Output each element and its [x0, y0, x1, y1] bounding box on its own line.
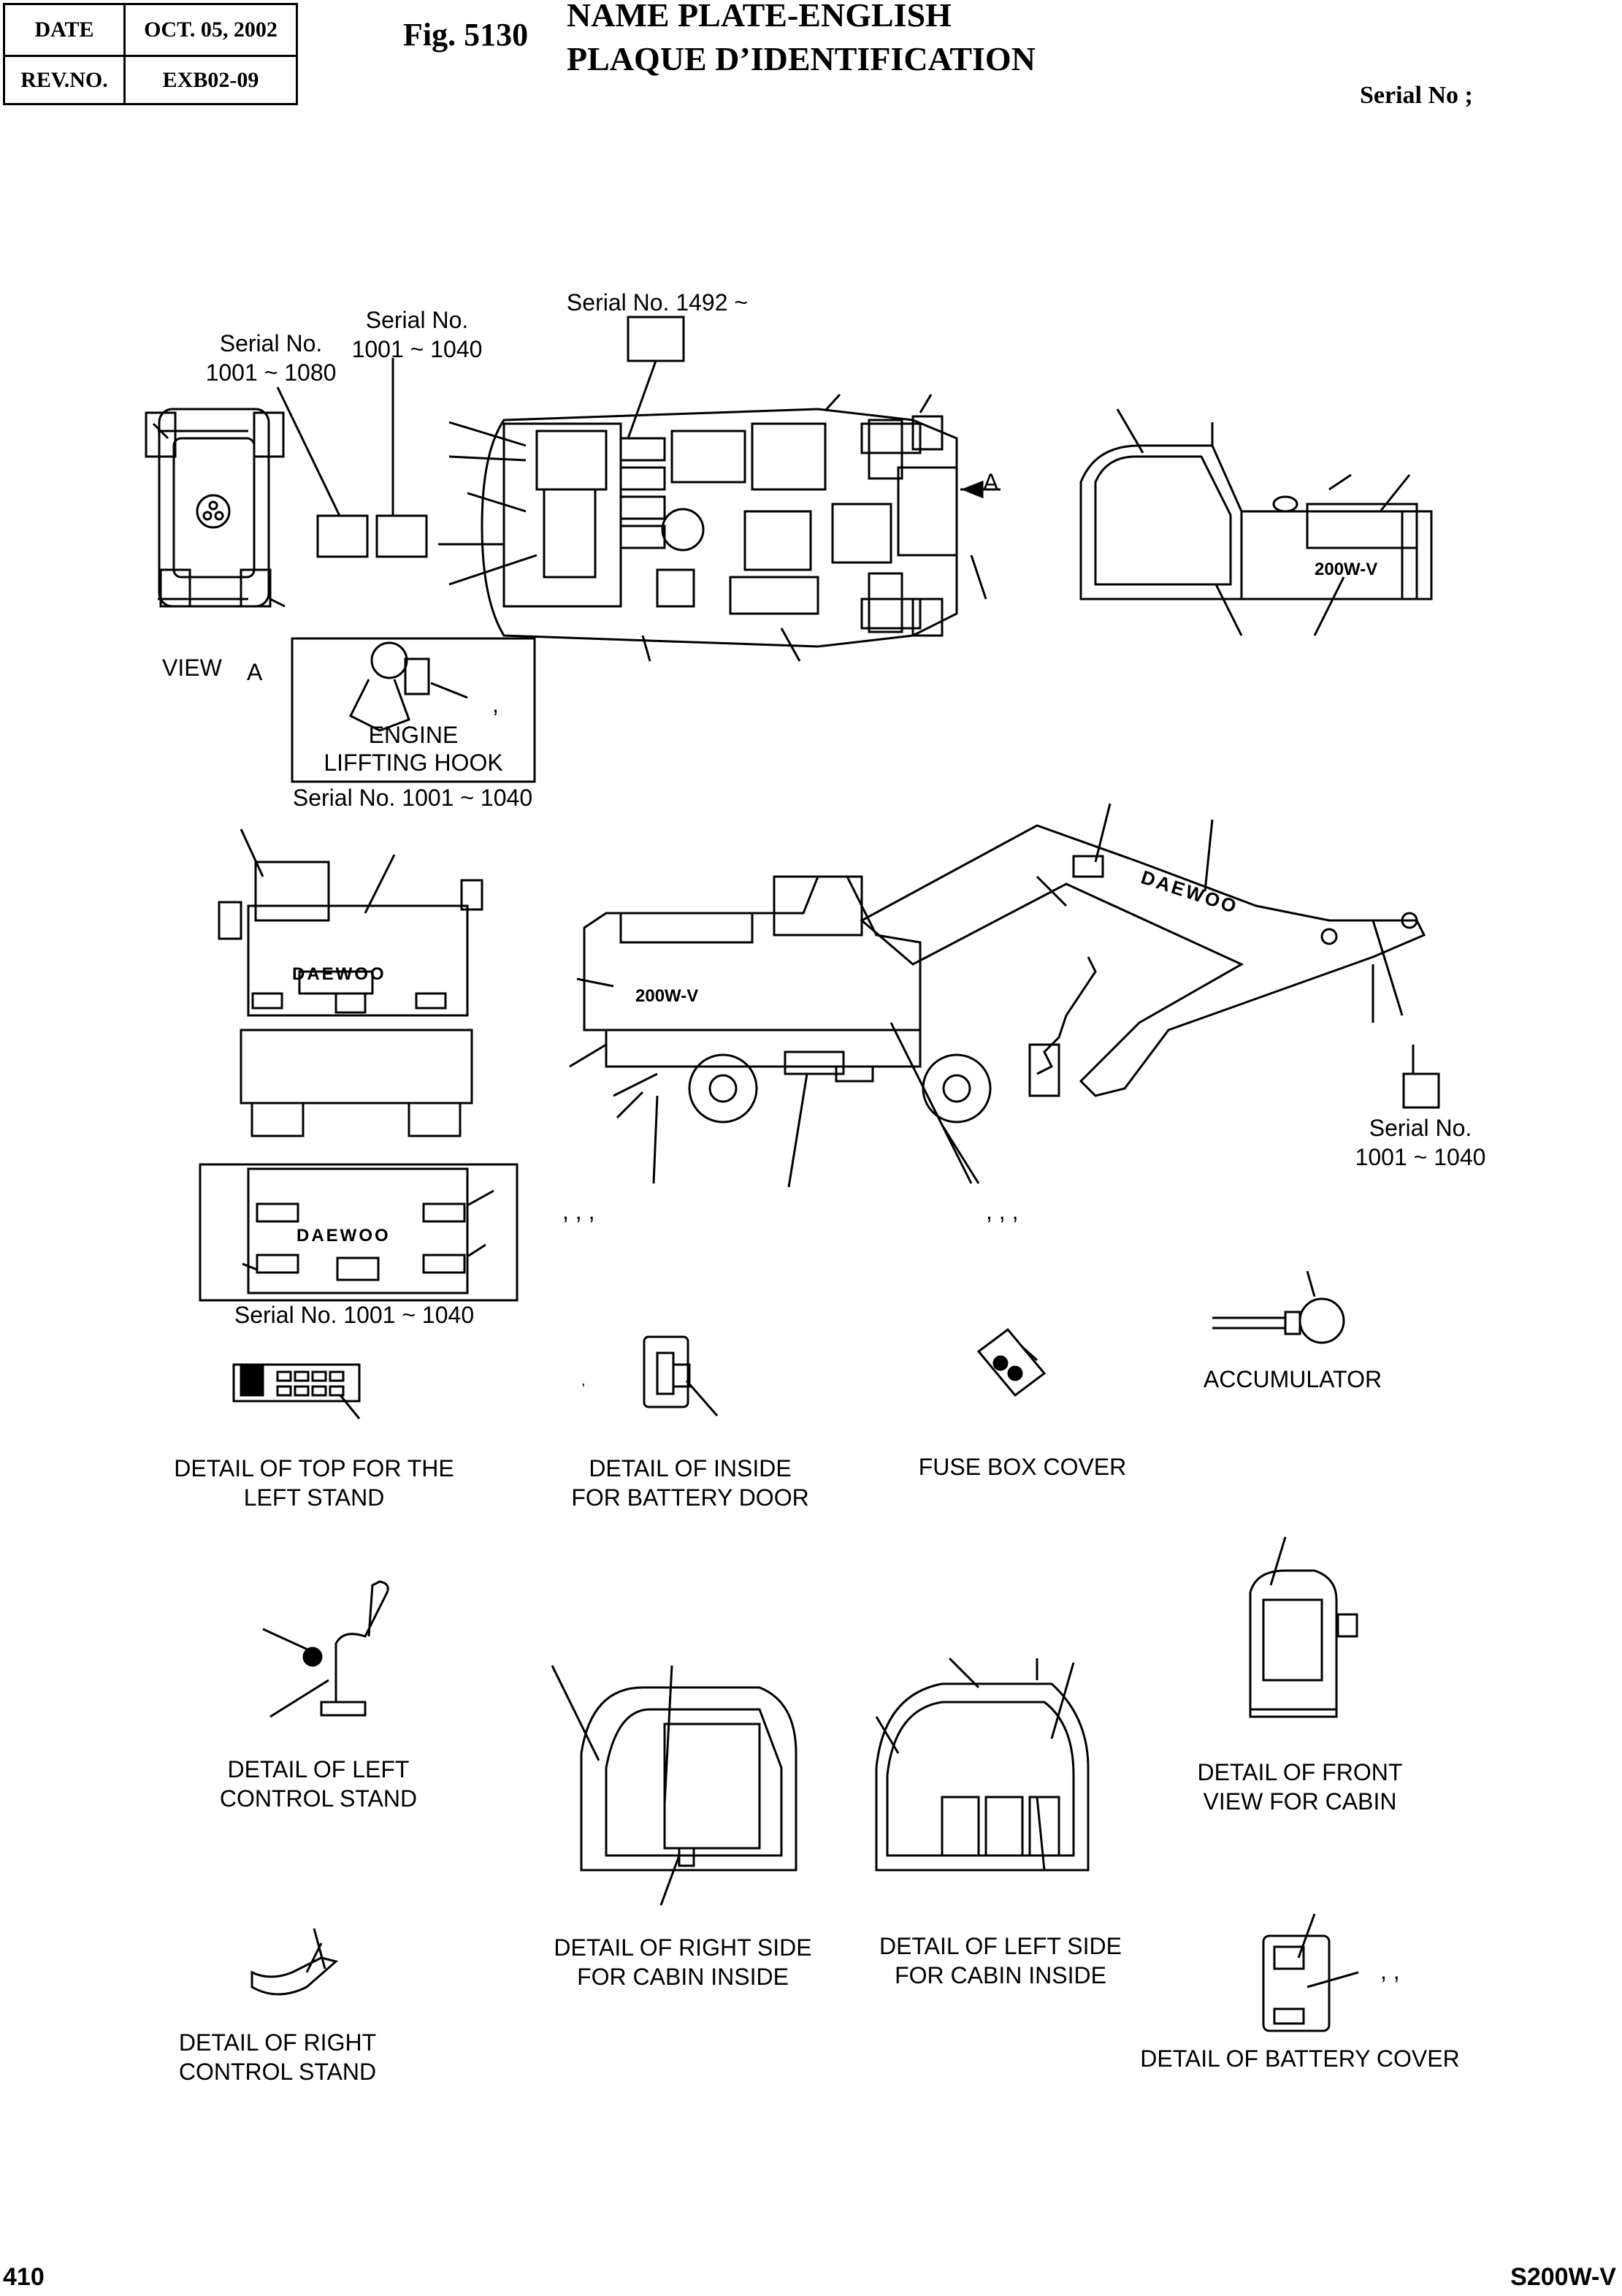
right-control-stand-drawing: [250, 1928, 339, 1996]
detail-right-cabin-line2: FOR CABIN INSIDE: [577, 1964, 789, 1990]
revision-table: DATE OCT. 05, 2002 REV.NO. EXB02-09: [3, 3, 298, 105]
rear-plate-panel: [199, 1163, 519, 1302]
detail-right-cabin-line1: DETAIL OF RIGHT SIDE: [554, 1934, 812, 1961]
date-value: OCT. 05, 2002: [144, 18, 278, 42]
view-label: VIEW: [162, 655, 222, 681]
table-divider-h: [5, 55, 296, 57]
view-letter: A: [247, 659, 263, 685]
serial-right-line2: 1001 ~ 1040: [1355, 1144, 1486, 1170]
front-cabin-drawing: [1249, 1536, 1358, 1718]
serial-1080-label-line1: Serial No.: [219, 330, 323, 356]
serial-1040-top-line2: 1001 ~ 1040: [351, 336, 483, 362]
rear-view: [218, 828, 483, 1137]
plate-box-1040: [375, 514, 428, 558]
plate-box-1492: [627, 316, 685, 362]
table-divider-v: [123, 5, 126, 103]
detail-front-cabin-line2: VIEW FOR CABIN: [1203, 1788, 1397, 1815]
detail-right-control-line2: CONTROL STAND: [178, 2059, 377, 2085]
machine-side-view: [569, 803, 1426, 1188]
engine-label-line1: ENGINE: [368, 722, 459, 748]
detail-left-control-line2: CONTROL STAND: [219, 1785, 418, 1812]
detail-battery-cover-label: DETAIL OF BATTERY COVER: [1140, 2045, 1460, 2072]
plate-box-1080: [316, 514, 369, 558]
detail-left-stand-line1: DETAIL OF TOP FOR THE: [174, 1455, 454, 1481]
side-model-decal: 200W-V: [635, 986, 699, 1006]
battery-door-drawing: [643, 1335, 719, 1416]
accumulator-label: ACCUMULATOR: [1203, 1366, 1382, 1392]
plate-box-right: [1402, 1072, 1440, 1109]
commas-right: , , ,: [986, 1198, 1019, 1224]
detail-front-cabin-line1: DETAIL OF FRONT: [1197, 1759, 1403, 1785]
engine-hook-icon: [348, 641, 468, 732]
left-control-stand-drawing: [262, 1580, 389, 1718]
detail-battery-door-line1: DETAIL OF INSIDE: [589, 1455, 792, 1481]
rev-label: REV.NO.: [20, 67, 108, 92]
engine-label-line2: LIFFTING HOOK: [324, 750, 503, 776]
rev-value: EXB02-09: [162, 67, 259, 92]
serial-right-line1: Serial No.: [1369, 1115, 1472, 1141]
title-french: PLAQUE D’IDENTIFICATION: [567, 40, 1036, 77]
figure-number: Fig. 5130: [403, 17, 529, 53]
accumulator-drawing: [1212, 1270, 1345, 1344]
commas-left: , , ,: [562, 1198, 595, 1224]
battery-cover-commas: , ,: [1380, 1958, 1400, 1984]
detail-left-stand-line2: LEFT STAND: [243, 1484, 385, 1511]
detail-left-cabin-line1: DETAIL OF LEFT SIDE: [879, 1933, 1122, 1959]
left-stand-top-drawing: [232, 1363, 361, 1419]
battery-cover-drawing: [1262, 1913, 1359, 2032]
cabin-side-view: [1079, 408, 1433, 636]
engine-hook-box: [291, 637, 536, 783]
serial-1040-top-line1: Serial No.: [365, 307, 469, 333]
detail-left-control-line1: DETAIL OF LEFT: [227, 1756, 410, 1782]
serial-engine-label: Serial No. 1001 ~ 1040: [292, 785, 533, 811]
fuse-box-cover-label: FUSE BOX COVER: [918, 1454, 1127, 1480]
rear-panel-brand-decal: DAEWOO: [297, 1226, 391, 1246]
engine-comma: ,: [492, 691, 499, 717]
top-view: [438, 393, 1001, 662]
right-cabin-drawing: [551, 1665, 797, 1906]
serial-1080-label-line2: 1001 ~ 1080: [205, 359, 337, 386]
fuse-box-drawing: [976, 1327, 1047, 1397]
rear-brand-decal: DAEWOO: [292, 964, 386, 984]
serial-1492-label: Serial No. 1492 ~: [566, 289, 749, 316]
left-cabin-drawing: [875, 1657, 1090, 1872]
title-english: NAME PLATE-ENGLISH: [567, 0, 952, 34]
detail-battery-door-line2: FOR BATTERY DOOR: [571, 1484, 809, 1511]
detail-left-cabin-line2: FOR CABIN INSIDE: [895, 1962, 1106, 1988]
cabin-model-decal: 200W-V: [1315, 560, 1378, 579]
arrow-letter: A: [983, 469, 999, 495]
serial-rear-label: Serial No. 1001 ~ 1040: [234, 1302, 475, 1328]
battery-door-comma: ,: [581, 1373, 586, 1389]
front-view-a: [145, 408, 286, 608]
detail-right-control-line1: DETAIL OF RIGHT: [178, 2029, 377, 2056]
model-footer: S200W-V: [1510, 2263, 1616, 2291]
page-number: 410: [3, 2263, 45, 2291]
date-label: DATE: [34, 18, 94, 42]
serial-label: Serial No ;: [1360, 82, 1473, 109]
